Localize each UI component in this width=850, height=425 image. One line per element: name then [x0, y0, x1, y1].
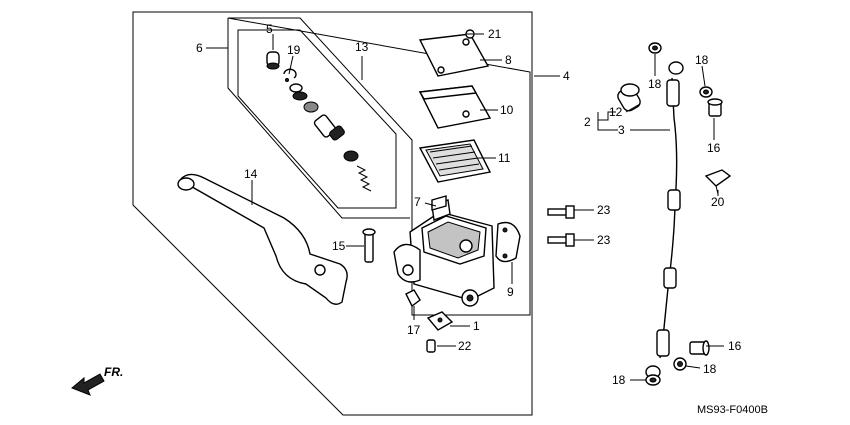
set-plate: [418, 85, 492, 129]
reservoir-cap: [418, 33, 490, 77]
oil-bolt-top: [707, 98, 723, 117]
direction-label: FR.: [104, 365, 123, 379]
callout-7: 7: [414, 195, 421, 209]
callout-18-top: 18: [648, 77, 662, 91]
subassembly-frame: [227, 17, 531, 316]
callout-16-upper: 16: [707, 141, 721, 155]
piston-kit-frame: [237, 29, 397, 209]
pivot-bolt: [362, 228, 376, 263]
callout-18-right: 18: [695, 53, 709, 67]
holder-bolt-upper: [547, 205, 575, 219]
callout-10: 10: [500, 103, 514, 117]
callout-8: 8: [505, 53, 512, 67]
subassembly-frame-left: [227, 18, 410, 219]
callout-1: 1: [473, 319, 480, 333]
reservoir-mark: [431, 195, 447, 211]
callout-17: 17: [407, 323, 421, 337]
callout-22: 22: [458, 339, 472, 353]
oil-bolt-bottom: [689, 340, 710, 356]
callout-5: 5: [266, 22, 273, 36]
callout-23-lower: 23: [597, 233, 611, 247]
stop-switch: [426, 311, 454, 331]
callout-12: 12: [609, 105, 623, 119]
leader-lines: [206, 33, 724, 381]
diagram-code: MS93-F0400B: [697, 404, 768, 416]
diaphragm: [418, 139, 492, 183]
callout-18-bottom-left: 18: [612, 373, 626, 387]
boot-part: [266, 51, 280, 70]
callout-23-upper: 23: [597, 203, 611, 217]
sealing-washer-right: [699, 86, 713, 98]
callout-19: 19: [287, 43, 301, 57]
assembly-frame: [132, 11, 533, 416]
callout-20: 20: [711, 195, 725, 209]
callout-11: 11: [498, 151, 511, 165]
holder-bolt-lower: [547, 233, 575, 247]
sealing-washer-top: [648, 42, 662, 54]
circlip-part: [283, 68, 297, 82]
callout-2: 2: [584, 115, 591, 129]
callout-6: 6: [196, 41, 203, 55]
switch-screw: [426, 339, 436, 353]
holder-clamp: [495, 221, 521, 263]
sealing-washer-bottom-right: [673, 357, 687, 371]
brake-switch-boot: [405, 289, 421, 308]
callout-15: 15: [332, 239, 346, 253]
callout-9: 9: [507, 285, 514, 299]
sealing-washer-bottom-left: [645, 374, 661, 386]
cap-screw: [465, 29, 475, 39]
callout-4: 4: [563, 69, 570, 83]
hose-guide: [617, 83, 641, 112]
master-cylinder-body: [393, 199, 495, 307]
brake-lever: [177, 173, 348, 305]
brake-hose: [645, 61, 684, 379]
callout-16-lower: 16: [728, 339, 742, 353]
piston-part: [313, 114, 359, 162]
callout-13: 13: [355, 40, 369, 54]
callout-3: 3: [618, 123, 625, 137]
callout-18-bottom-right: 18: [703, 362, 717, 376]
callout-14: 14: [244, 167, 258, 181]
callout-21: 21: [488, 27, 502, 41]
piston-seal-parts: [289, 83, 319, 113]
spring-part: [356, 165, 372, 192]
front-direction-arrow: [71, 373, 105, 396]
